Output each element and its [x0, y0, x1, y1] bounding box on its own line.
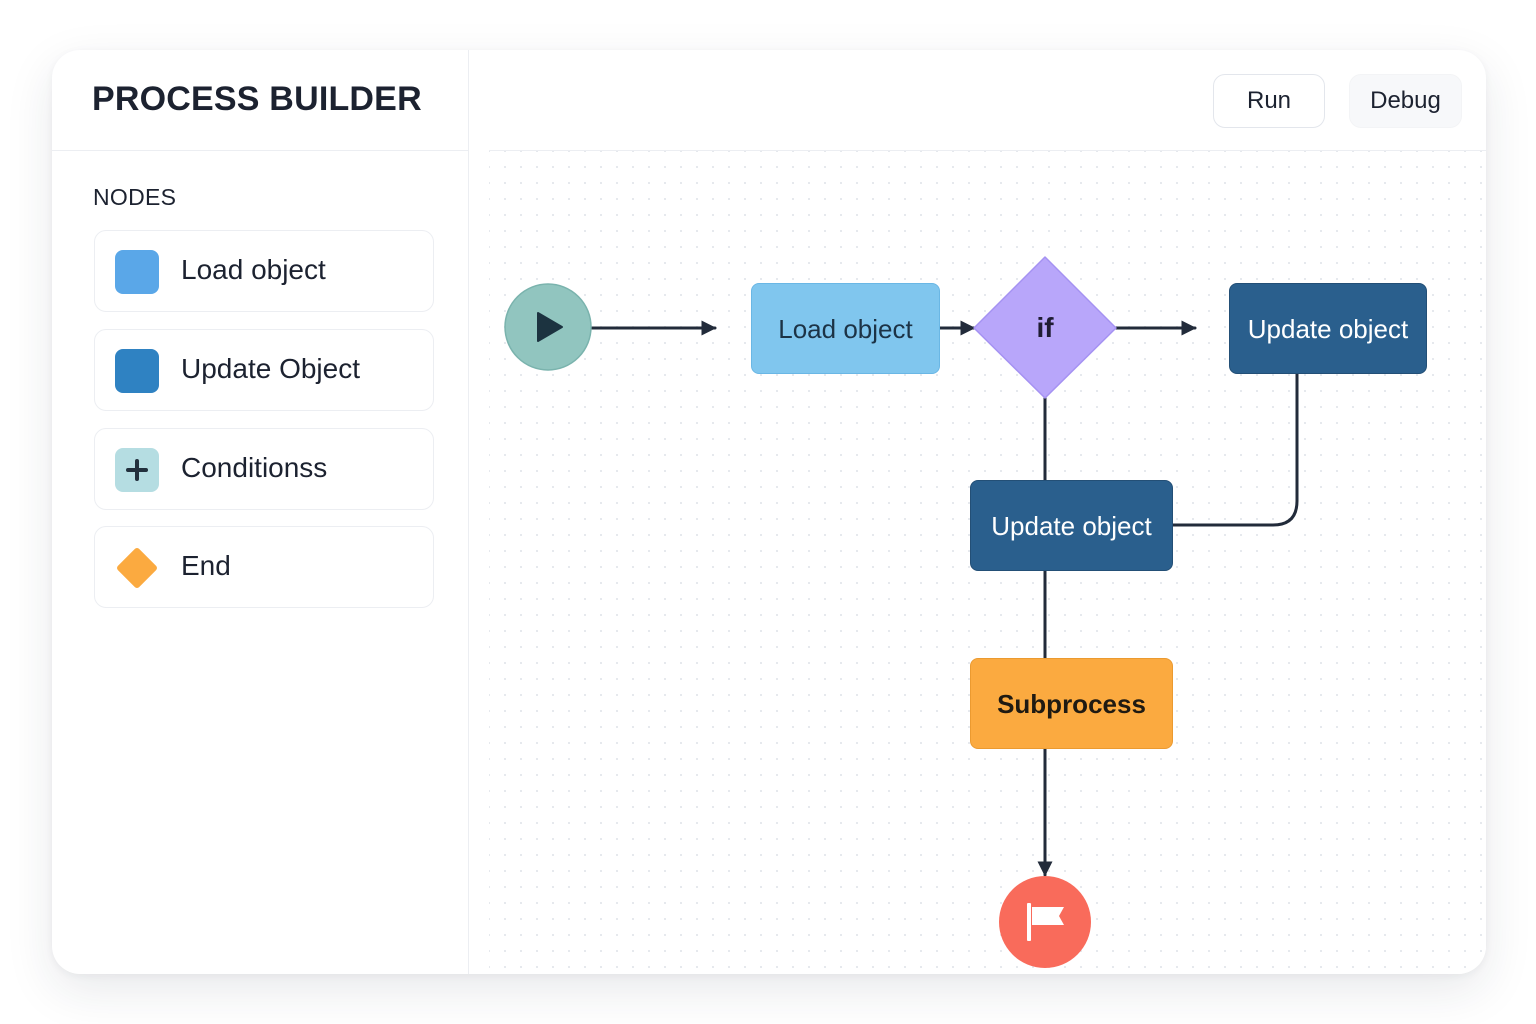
condition-node-label-box: if: [1011, 305, 1079, 351]
plus-icon: [115, 448, 159, 492]
palette-item-label: End: [181, 550, 231, 581]
sidebar: PROCESS BUILDER NODES Load object Update…: [52, 50, 469, 974]
subprocess-node[interactable]: Subprocess: [970, 658, 1173, 749]
flag-icon: [1027, 903, 1064, 941]
load-object-swatch-icon: [115, 250, 159, 294]
palette-item-label: Load object: [181, 254, 326, 285]
palette-item-label: Conditionss: [181, 452, 328, 483]
sidebar-divider: [52, 150, 468, 151]
node-label: Load object: [778, 314, 913, 344]
palette-item-update-object[interactable]: Update Object: [94, 329, 434, 411]
update-object-node-right[interactable]: Update object: [1229, 283, 1427, 374]
flow-canvas[interactable]: Load object if Update object Update obje…: [489, 151, 1486, 974]
node-label: Update object: [1247, 314, 1409, 344]
palette-item-label: Update Object: [181, 353, 360, 384]
palette-item-end[interactable]: End: [94, 526, 434, 608]
update-object-swatch-icon: [115, 349, 159, 393]
palette-item-load-object[interactable]: Load object: [94, 230, 434, 312]
node-label: Update object: [991, 511, 1152, 541]
toolbar-divider: [489, 150, 1486, 151]
update-object-node-center[interactable]: Update object: [970, 480, 1173, 571]
connector-update-right-to-update-center: [1139, 372, 1299, 527]
process-builder-window: PROCESS BUILDER NODES Load object Update…: [52, 50, 1486, 974]
debug-button[interactable]: Debug: [1349, 74, 1462, 128]
nodes-heading: NODES: [93, 184, 177, 210]
connectors-layer: [504, 256, 1299, 968]
main-area: Run Debug: [469, 50, 1486, 974]
node-label: if: [1036, 312, 1054, 343]
run-button[interactable]: Run: [1213, 74, 1325, 128]
app-title: PROCESS BUILDER: [92, 80, 422, 118]
diamond-icon: [115, 546, 159, 590]
palette-item-conditions[interactable]: Conditionss: [94, 428, 434, 510]
end-node[interactable]: [999, 876, 1091, 968]
play-icon: [537, 312, 563, 342]
start-node[interactable]: [504, 283, 592, 371]
node-label: Subprocess: [997, 689, 1146, 719]
load-object-node[interactable]: Load object: [751, 283, 940, 374]
condition-node[interactable]: [973, 256, 1117, 399]
